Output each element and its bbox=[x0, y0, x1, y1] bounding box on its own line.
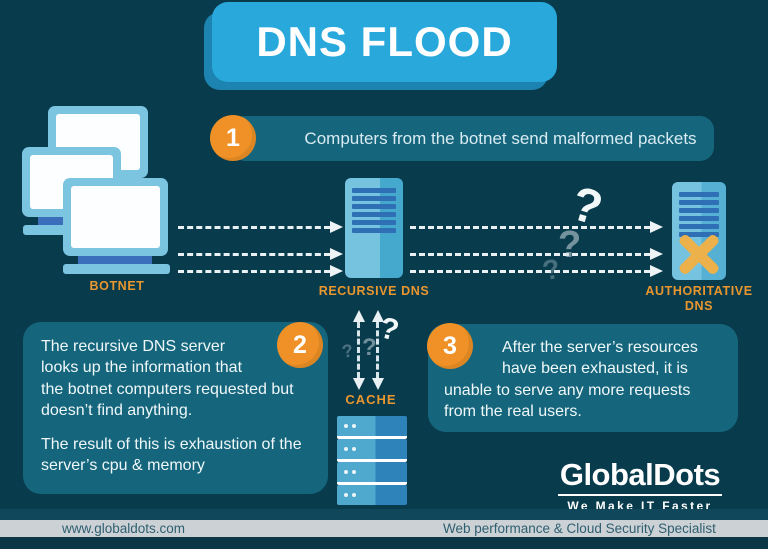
step-3-box: After the server’s resources have been e… bbox=[428, 324, 738, 432]
question-mark-icon: ? bbox=[340, 340, 355, 362]
step-2-paragraph-2: The result of this is exhaustion of the … bbox=[41, 436, 302, 475]
logo-wordmark: GlobalDots bbox=[559, 457, 721, 492]
server-slat bbox=[679, 192, 719, 197]
authoritative-dns-label-line2: DNS bbox=[684, 299, 714, 313]
dashed-arrow bbox=[178, 248, 343, 260]
server-slat bbox=[679, 224, 719, 229]
server-slat bbox=[679, 216, 719, 221]
step-2-badge: 2 bbox=[277, 322, 323, 368]
logo-underline bbox=[558, 494, 722, 497]
authoritative-dns-label: AUTHORITATIVE DNS bbox=[628, 284, 768, 314]
step-3-paragraph: After the server’s resources have been e… bbox=[444, 337, 722, 422]
page-title: DNS FLOOD bbox=[256, 18, 513, 65]
server-slat bbox=[352, 188, 396, 193]
dashed-arrow bbox=[410, 248, 663, 260]
server-slat bbox=[352, 212, 396, 217]
authoritative-dns-label-line1: AUTHORITATIVE bbox=[645, 284, 753, 298]
footer-bar: www.globaldots.com Web performance & Clo… bbox=[0, 520, 768, 537]
step-2-text-1: The recursive DNS server looks up the in… bbox=[41, 338, 294, 419]
server-slat bbox=[352, 228, 396, 233]
step-1-number: 1 bbox=[226, 123, 240, 152]
cache-rack-unit bbox=[337, 416, 407, 439]
footer-bottom-strip bbox=[0, 537, 768, 549]
step-3-number: 3 bbox=[443, 331, 457, 360]
question-mark-icon: ? bbox=[362, 334, 377, 361]
cache-rack-unit bbox=[337, 462, 407, 485]
botnet-label: BOTNET bbox=[89, 279, 145, 293]
server-slat bbox=[352, 220, 396, 225]
server-slat bbox=[352, 196, 396, 201]
globaldots-logo: GlobalDots We Make IT Faster bbox=[556, 457, 724, 513]
cache-rack-unit bbox=[337, 485, 407, 505]
cache-server-icon bbox=[337, 416, 407, 505]
step-1-banner: Computers from the botnet send malformed… bbox=[231, 116, 714, 161]
step-2-number: 2 bbox=[293, 330, 307, 359]
step-1-badge: 1 bbox=[210, 115, 256, 161]
server-slat bbox=[679, 232, 719, 237]
title-banner: DNS FLOOD bbox=[212, 2, 557, 82]
question-mark-icon: ? bbox=[558, 224, 582, 266]
monitor-stand-icon bbox=[63, 264, 170, 274]
footer-tagline: Web performance & Cloud Security Special… bbox=[443, 521, 716, 536]
step-3-text: After the server’s resources have been e… bbox=[444, 339, 698, 420]
server-slat bbox=[352, 204, 396, 209]
dashed-arrow bbox=[178, 221, 343, 233]
cache-label: CACHE bbox=[345, 392, 397, 407]
recursive-dns-server-icon bbox=[345, 178, 403, 278]
footer-top-strip bbox=[0, 509, 768, 520]
step-2-paragraph-1: The recursive DNS server looks up the in… bbox=[41, 336, 310, 421]
cache-rack-unit bbox=[337, 439, 407, 462]
dashed-arrow bbox=[178, 265, 343, 277]
step-1-text: Computers from the botnet send malformed… bbox=[304, 128, 697, 148]
recursive-dns-label: RECURSIVE DNS bbox=[318, 284, 430, 298]
dashed-arrow bbox=[410, 265, 663, 277]
cache-query-arrow bbox=[353, 310, 365, 390]
server-slat bbox=[679, 208, 719, 213]
monitor-stand-icon bbox=[78, 256, 152, 264]
server-slat bbox=[679, 200, 719, 205]
footer-website-link: www.globaldots.com bbox=[62, 521, 186, 536]
step-3-badge: 3 bbox=[427, 323, 473, 369]
cache-query-arrow bbox=[372, 310, 384, 390]
dashed-arrow bbox=[410, 221, 663, 233]
botnet-monitor-icon bbox=[63, 178, 168, 256]
